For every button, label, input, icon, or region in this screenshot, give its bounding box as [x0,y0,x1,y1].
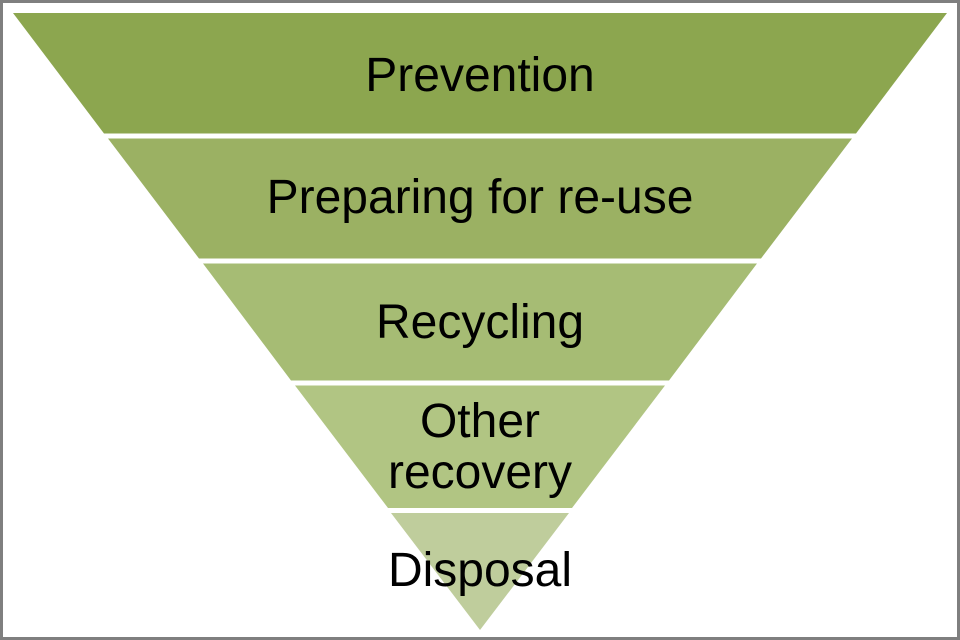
pyramid-level-disposal [391,513,569,630]
pyramid-level-recycling [203,263,757,381]
pyramid-level-prevention [13,13,947,134]
pyramid-level-other-recovery [295,385,665,508]
label-disposal: Disposal [388,544,572,597]
pyramid-level-preparing-for-re-use [108,138,852,259]
label-other-recovery-line2: recovery [388,446,572,499]
label-recycling: Recycling [376,296,584,349]
label-preparing-for-re-use: Preparing for re-use [267,171,694,224]
label-prevention: Prevention [365,49,594,102]
label-other-recovery-line1: Other [420,395,540,448]
